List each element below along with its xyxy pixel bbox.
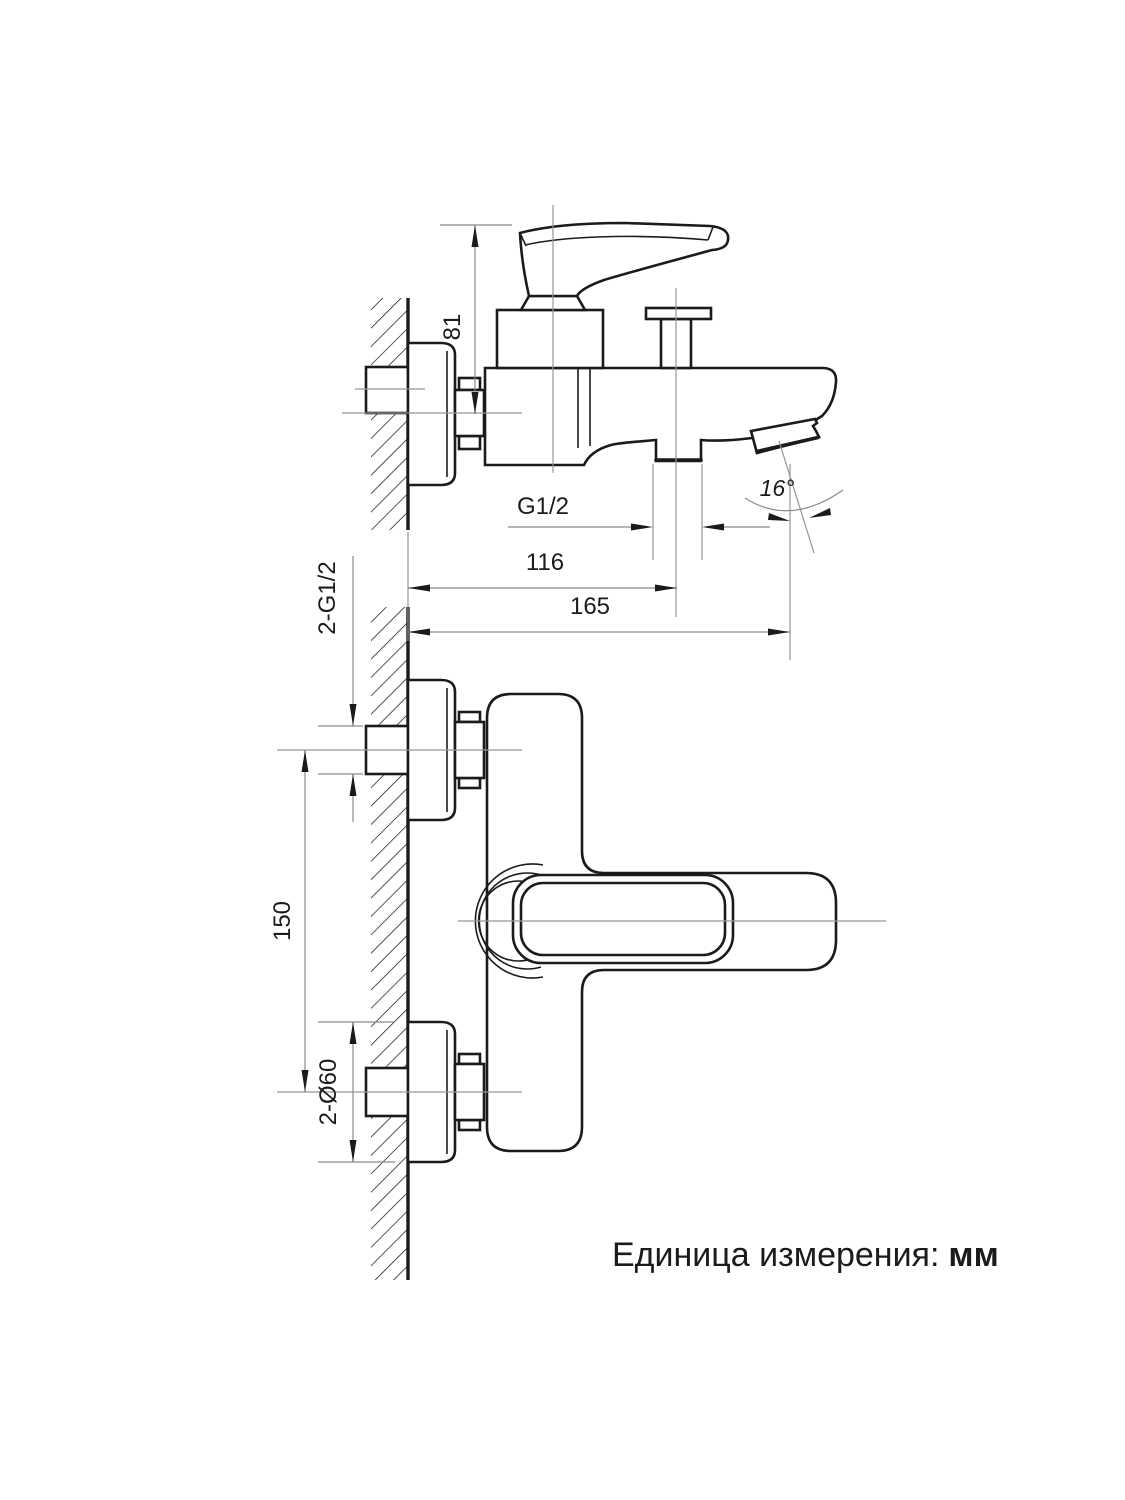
dim-116: 116 (408, 549, 677, 592)
handle-plan-inner (519, 881, 727, 957)
centerlines (277, 205, 886, 1093)
cartridge-side (495, 308, 605, 370)
supply-pipe-side (364, 365, 410, 415)
diverter-knob-side (644, 306, 713, 370)
flange-side (406, 341, 457, 487)
units-note-value: мм (948, 1236, 998, 1274)
dim-150-label: 150 (269, 901, 296, 941)
dim-116-label: 116 (526, 549, 564, 576)
faucet-body-side (483, 366, 838, 467)
dim-angle-16: 16° (744, 475, 844, 521)
wall-hatch-lower (371, 607, 408, 1280)
dim-81-label: 81 (439, 314, 466, 341)
plan-view (364, 607, 838, 1280)
spout-angle-ref-line (778, 440, 815, 554)
handle-top-inner-line (524, 235, 709, 246)
dim-2d60: 2-Ø60 (315, 1021, 395, 1163)
dim-angle-label: 16° (760, 475, 795, 501)
units-note: Единица измерения:мм (612, 1236, 999, 1274)
dim-165-label: 165 (570, 593, 610, 620)
dim-g12-outlet: G1/2 (508, 493, 770, 531)
dim-150: 150 (269, 750, 309, 1092)
dim-81: 81 (439, 224, 512, 414)
dim-2g12: 2-G1/2 (314, 556, 363, 822)
handle-side (518, 221, 730, 298)
units-note-label: Единица измерения: (612, 1236, 939, 1274)
aerator-face (755, 435, 820, 454)
dim-2d60-label: 2-Ø60 (315, 1059, 342, 1126)
dim-g12-label: G1/2 (517, 493, 569, 520)
dim-165: 165 (408, 593, 790, 636)
handle-end-ticks (519, 226, 714, 247)
dim-2g12-label: 2-G1/2 (314, 561, 341, 634)
side-view (364, 221, 838, 530)
